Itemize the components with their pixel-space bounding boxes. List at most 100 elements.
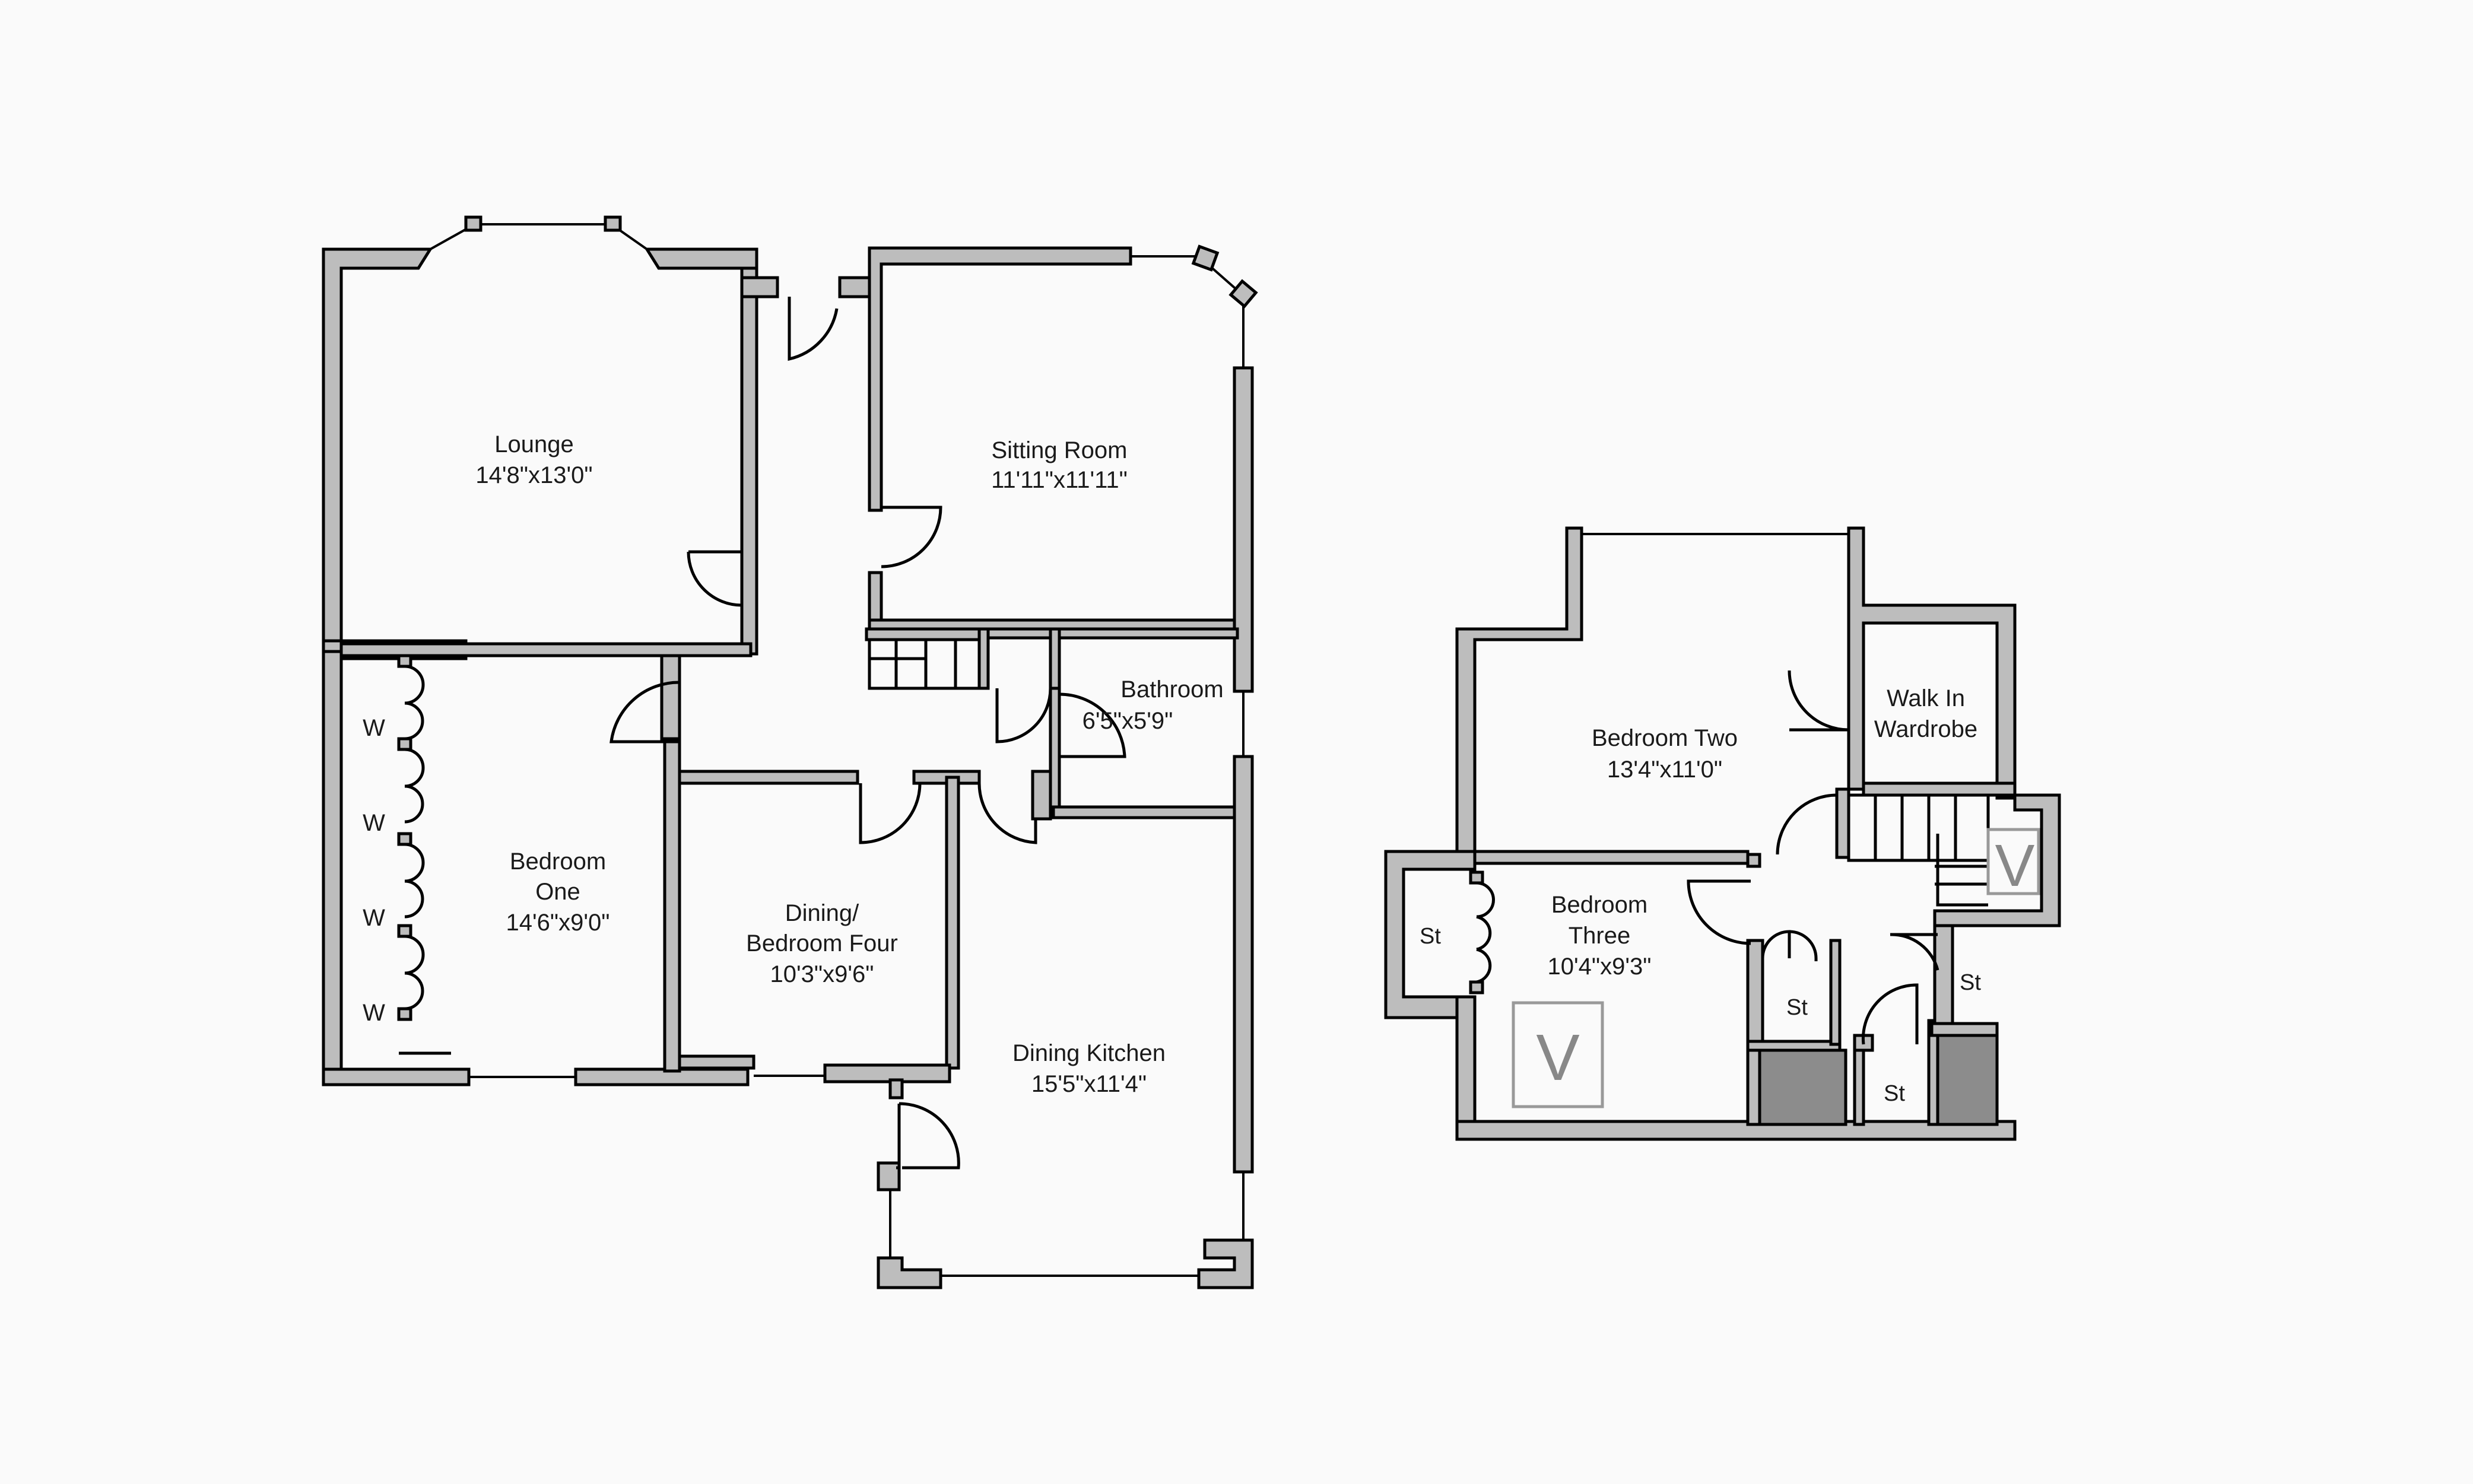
wall-stairs-top bbox=[865, 627, 984, 641]
wall-store-3-bottom bbox=[1930, 1022, 1999, 1037]
sitting-room-door bbox=[881, 506, 942, 568]
wall-wardrobe-outer bbox=[1847, 526, 2017, 800]
wall-store-2-left bbox=[1853, 1048, 1865, 1126]
lounge-name: Lounge bbox=[494, 431, 573, 457]
wall-lounge-right bbox=[740, 266, 758, 656]
store-mark: St bbox=[1960, 970, 1981, 995]
void-marker-2: V bbox=[1986, 828, 2040, 899]
wall-sitting-right bbox=[1233, 366, 1254, 693]
ground-floor: Lounge 14'8"x13'0" Sitting Room 11'11"x1… bbox=[322, 215, 1258, 1289]
bedroom-three-name-2: Three bbox=[1569, 923, 1631, 949]
bathroom-door bbox=[1059, 692, 1126, 758]
wall-kitchen-right bbox=[1233, 755, 1254, 1174]
wall-lounge-bottom bbox=[339, 642, 753, 657]
wall-bedroom-two-outer bbox=[1455, 526, 1583, 856]
wall-dining-top-left bbox=[678, 770, 859, 785]
bedroom-one-wardrobe-doors bbox=[397, 654, 451, 1055]
store-1-doors bbox=[1761, 930, 1818, 961]
lounge-bay-window bbox=[430, 215, 648, 250]
dining-size: 10'3"x9'6" bbox=[770, 961, 874, 987]
wall-landing-post bbox=[1835, 787, 1850, 859]
svg-text:V: V bbox=[1995, 832, 2035, 899]
wall-dining-bottom-left bbox=[678, 1054, 755, 1070]
wall-sitting-top bbox=[868, 246, 1132, 512]
wall-store-3-left bbox=[1933, 909, 1954, 1037]
wardrobe-mark: W bbox=[363, 810, 385, 836]
sitting-room-size: 11'11"x11'11" bbox=[991, 467, 1128, 493]
void-marker-1: V bbox=[1512, 1001, 1604, 1108]
wall-kitchen-bottom-left bbox=[877, 1256, 942, 1289]
wall-bedroom-one-right bbox=[663, 737, 681, 1073]
wall-divider-stub bbox=[1746, 853, 1761, 868]
sitting-room-name: Sitting Room bbox=[992, 437, 1128, 463]
wall-bedroom-one-bottom bbox=[322, 1067, 471, 1086]
wall-stairs-right bbox=[977, 627, 990, 690]
wall-kitchen-stub bbox=[1031, 770, 1052, 821]
store-mark: St bbox=[1420, 924, 1441, 949]
wall-first-floor-bottom bbox=[1455, 1120, 2017, 1141]
first-floor: V V Bedroom Two 13'4"x11'0" Walk In Ward… bbox=[1384, 526, 2061, 1141]
wall-cupboard-top bbox=[986, 627, 1061, 640]
wall-sitting-left-lower bbox=[868, 571, 883, 622]
front-door bbox=[788, 297, 839, 361]
wall-bedroom-three-left bbox=[1455, 995, 1477, 1141]
bedroom-one-size: 14'6"x9'0" bbox=[506, 910, 610, 936]
wall-stair-annex bbox=[1933, 793, 2061, 927]
kitchen-door bbox=[977, 783, 1037, 844]
bathroom-size: 6'5"x5'9" bbox=[1082, 708, 1173, 734]
wardrobe-mark: W bbox=[363, 715, 385, 741]
wall-bedroom-divider bbox=[1473, 850, 1750, 865]
first-floor-stairs bbox=[1847, 793, 1990, 907]
wardrobe-room-name-2: Wardrobe bbox=[1874, 716, 1977, 742]
store-3-door bbox=[1890, 933, 1939, 971]
wall-bathroom-bottom bbox=[1052, 805, 1236, 819]
wall-back-door-top bbox=[888, 1078, 904, 1100]
wall-store-1-right bbox=[1829, 939, 1842, 1046]
bedroom-two-door bbox=[1776, 793, 1839, 857]
sitting-bay-window bbox=[1131, 244, 1258, 368]
bedroom-three-name-1: Bedroom bbox=[1551, 892, 1647, 918]
wall-dining-right bbox=[945, 776, 960, 1070]
lounge-size: 14'8"x13'0" bbox=[475, 462, 592, 488]
lounge-door bbox=[687, 550, 742, 607]
wall-kitchen-left-stub bbox=[877, 1161, 901, 1191]
wardrobe-mark: W bbox=[363, 905, 385, 931]
dining-door bbox=[859, 783, 922, 844]
cupboard-door bbox=[995, 688, 1052, 743]
store-mark: St bbox=[1786, 995, 1808, 1020]
bedroom-one-door bbox=[609, 681, 680, 743]
wall-bathroom-top bbox=[1058, 627, 1239, 640]
store-2-door bbox=[1861, 983, 1919, 1045]
wall-lounge-top-right bbox=[644, 247, 758, 270]
bedroom-one-name-1: Bedroom bbox=[510, 849, 606, 875]
dining-name-2: Bedroom Four bbox=[746, 930, 898, 957]
bedroom-two-name: Bedroom Two bbox=[1592, 725, 1738, 751]
wall-hall-stub-right bbox=[838, 276, 871, 298]
wardrobe-room-name-1: Walk In bbox=[1887, 685, 1965, 711]
wall-dining-bottom-right bbox=[823, 1063, 951, 1083]
bedroom-three-size: 10'4"x9'3" bbox=[1548, 954, 1652, 980]
svg-text:V: V bbox=[1536, 1021, 1579, 1094]
wall-hall-stub-left bbox=[740, 276, 779, 298]
wardrobe-mark: W bbox=[363, 1000, 385, 1026]
wall-bedroom-one-left bbox=[322, 650, 343, 1086]
wall-wardrobe-bottom bbox=[1862, 781, 2017, 797]
annex-store-doors bbox=[1469, 870, 1495, 994]
wall-kitchen-bottom-right bbox=[1197, 1238, 1254, 1289]
eaves-2 bbox=[1936, 1034, 1999, 1126]
wall-bedroom-one-right-upper bbox=[660, 654, 681, 743]
dining-kitchen-size: 15'5"x11'4" bbox=[1031, 1071, 1147, 1097]
bedroom-three-door bbox=[1687, 879, 1751, 945]
bathroom-name: Bathroom bbox=[1120, 676, 1223, 703]
dining-kitchen-name: Dining Kitchen bbox=[1012, 1040, 1166, 1066]
bedroom-one-name-2: One bbox=[535, 879, 580, 905]
wall-bedroom-one-bottom-right bbox=[574, 1067, 750, 1086]
store-mark: St bbox=[1884, 1081, 1905, 1106]
back-door bbox=[896, 1102, 960, 1170]
bedroom-two-size: 13'4"x11'0" bbox=[1607, 757, 1722, 783]
wall-lounge-outer bbox=[322, 247, 433, 653]
dining-name-1: Dining/ bbox=[785, 900, 859, 926]
wardrobe-door bbox=[1788, 670, 1849, 732]
eaves-1 bbox=[1758, 1048, 1847, 1126]
